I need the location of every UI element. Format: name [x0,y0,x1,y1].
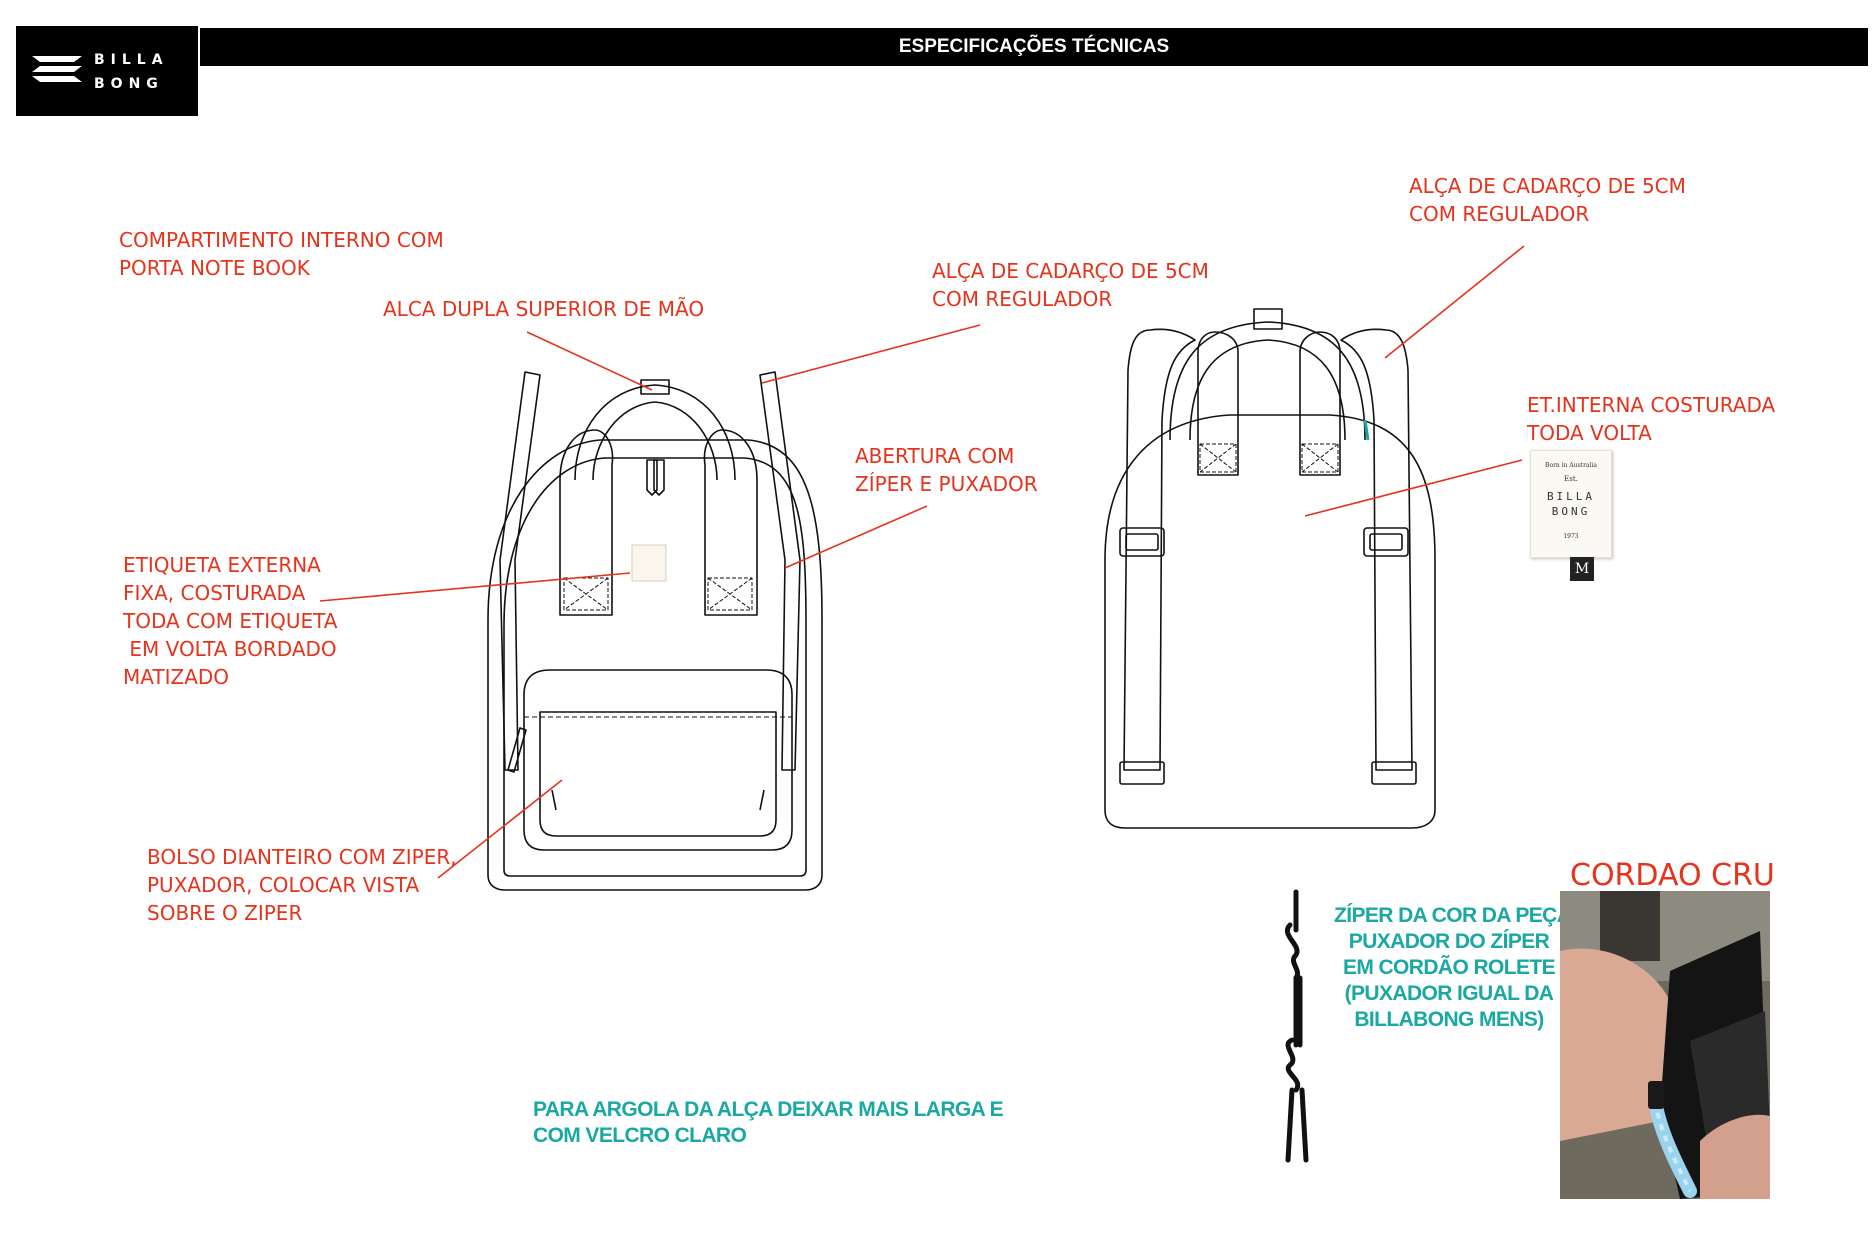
wave-logo-icon [32,56,82,82]
annotation-strap-front: ALÇA DE CADARÇO DE 5CM COM REGULADOR [932,259,1209,311]
brand-name: BILLA BONG [94,52,169,92]
size-tag: M [1570,557,1594,581]
cord-puller-photo [1560,891,1770,1199]
annotation-internal-label: ET.INTERNA COSTURADA TODA VOLTA [1527,393,1776,445]
cord-puller-drawing [1285,889,1309,1163]
front-backpack-drawing [487,371,823,891]
label-origin: Born in Australia [1545,462,1597,469]
annotation-strap-back: ALÇA DE CADARÇO DE 5CM COM REGULADOR [1409,174,1686,226]
back-backpack-drawing [1104,308,1436,829]
annotation-external-label: ETIQUETA EXTERNA FIXA, COSTURADA TODA CO… [123,553,338,689]
annotation-front-pocket: BOLSO DIANTEIRO COM ZIPER, PUXADOR, COLO… [147,845,457,925]
brand-logo: BILLA BONG [16,26,198,116]
annotation-compartment: COMPARTIMENTO INTERNO COM PORTA NOTE BOO… [119,228,444,280]
instruction-zipper-puller: ZÍPER DA COR DA PEÇA PUXADOR DO ZÍPER EM… [1334,904,1572,1031]
label-brand: BILLA BONG [1546,490,1596,518]
label-est: Est. [1564,475,1578,483]
label-year: 1973 [1563,533,1579,540]
instruction-strap-ring: PARA ARGOLA DA ALÇA DEIXAR MAIS LARGA E … [533,1098,1004,1147]
leader-lines [319,245,1525,879]
cord-photo-title: CORDAO CRU [1570,858,1775,893]
page-title: ESPECIFICAÇÕES TÉCNICAS [200,28,1868,66]
annotation-zipper-opening: ABERTURA COM ZÍPER E PUXADOR [855,444,1038,496]
internal-label-tag: Born in Australia Est. BILLA BONG 1973 [1530,450,1612,558]
annotation-top-handle: ALCA DUPLA SUPERIOR DE MÃO [383,297,705,321]
